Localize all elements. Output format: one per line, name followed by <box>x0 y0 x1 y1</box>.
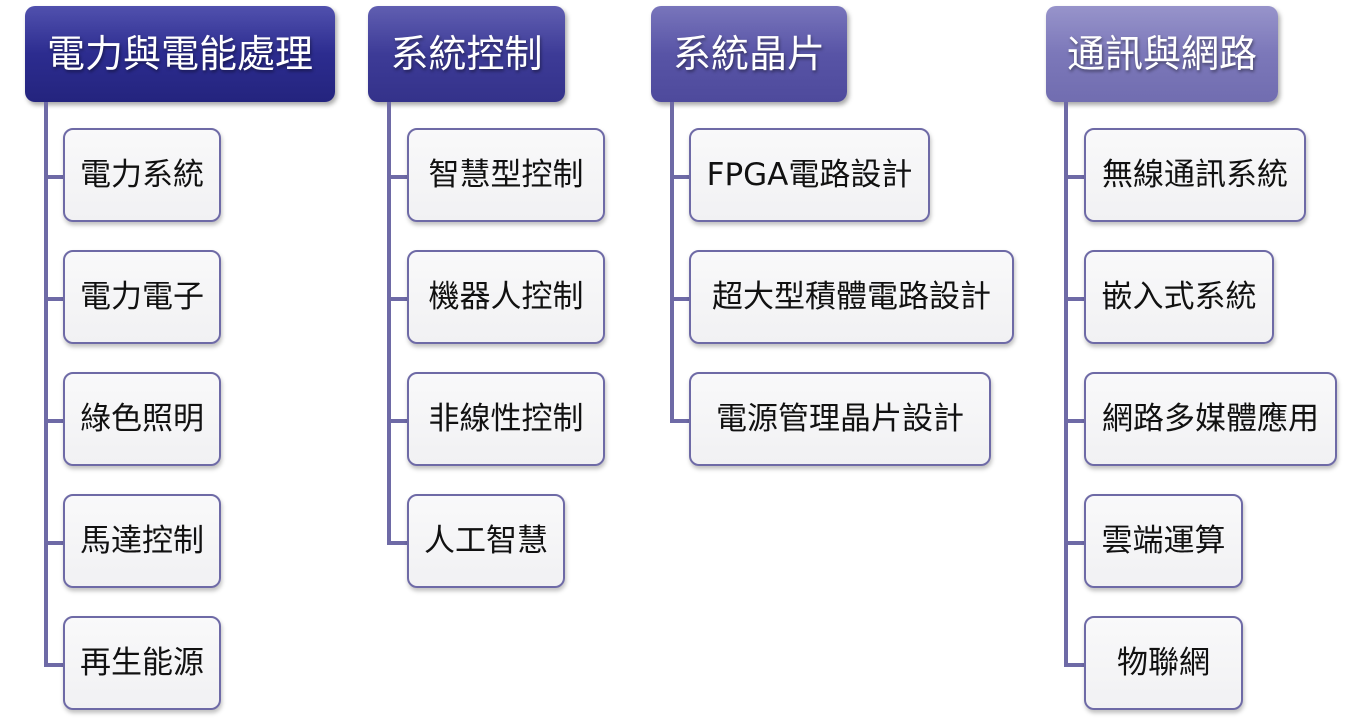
connector-branch <box>387 419 409 423</box>
node-cloud-computing: 雲端運算 <box>1084 494 1243 588</box>
node-robot-control: 機器人控制 <box>407 250 605 344</box>
connector-branch <box>1064 175 1086 179</box>
node-power-electronics: 電力電子 <box>63 250 221 344</box>
connector-branch <box>1064 663 1086 667</box>
node-fpga-design: FPGA電路設計 <box>689 128 930 222</box>
header-system-control: 系統控制 <box>368 6 565 102</box>
connector-branch <box>44 297 64 301</box>
connector-branch <box>1064 297 1086 301</box>
header-system-on-chip: 系統晶片 <box>651 6 847 102</box>
connector-branch <box>44 175 64 179</box>
connector-branch <box>670 419 692 423</box>
connector-branch <box>44 419 64 423</box>
node-motor-control: 馬達控制 <box>63 494 221 588</box>
header-communication-network: 通訊與網路 <box>1046 6 1278 102</box>
connector-vertical <box>44 102 48 667</box>
node-vlsi-design: 超大型積體電路設計 <box>689 250 1014 344</box>
node-power-management-ic: 電源管理晶片設計 <box>689 372 991 466</box>
node-network-multimedia: 網路多媒體應用 <box>1084 372 1337 466</box>
node-intelligent-control: 智慧型控制 <box>407 128 605 222</box>
node-nonlinear-control: 非線性控制 <box>407 372 605 466</box>
connector-branch <box>670 175 692 179</box>
connector-branch <box>44 663 64 667</box>
node-artificial-intelligence: 人工智慧 <box>407 494 565 588</box>
connector-vertical <box>670 102 674 423</box>
connector-vertical <box>1064 102 1068 667</box>
connector-branch <box>1064 419 1086 423</box>
connector-branch <box>1064 541 1086 545</box>
node-power-system: 電力系統 <box>63 128 221 222</box>
connector-branch <box>387 175 409 179</box>
connector-branch <box>44 541 64 545</box>
node-wireless-communication: 無線通訊系統 <box>1084 128 1306 222</box>
header-power-energy: 電力與電能處理 <box>25 6 335 102</box>
node-embedded-system: 嵌入式系統 <box>1084 250 1274 344</box>
connector-branch <box>670 297 692 301</box>
connector-branch <box>387 541 409 545</box>
node-renewable-energy: 再生能源 <box>63 616 221 710</box>
connector-branch <box>387 297 409 301</box>
node-internet-of-things: 物聯網 <box>1084 616 1243 710</box>
node-green-lighting: 綠色照明 <box>63 372 221 466</box>
connector-vertical <box>387 102 391 545</box>
